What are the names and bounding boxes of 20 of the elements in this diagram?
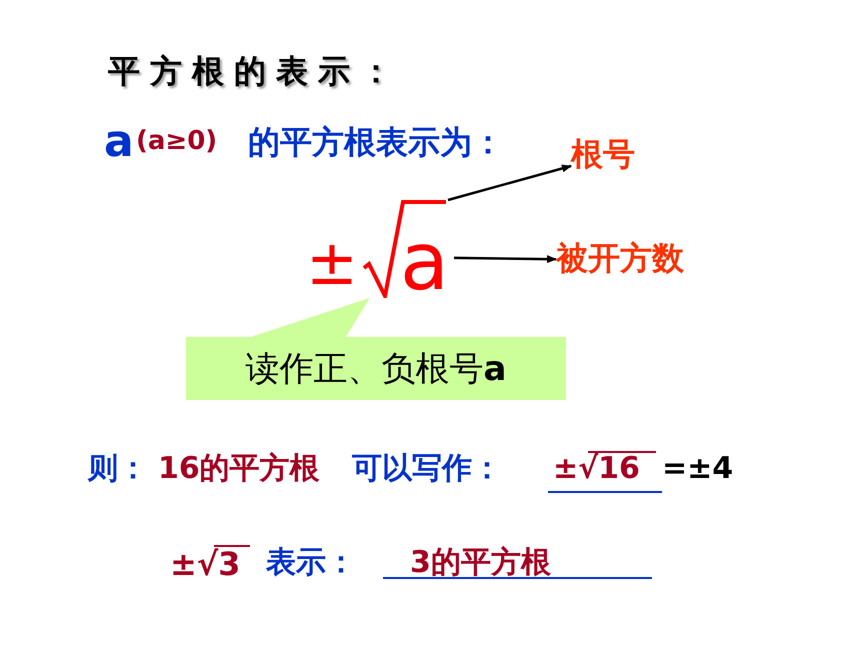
condition-text: (a≥0) — [136, 128, 218, 154]
expression-text: ±√3 — [170, 548, 240, 580]
sentence-text: 则： — [88, 454, 148, 484]
sentence-text: 16的平方根 — [158, 454, 320, 484]
arrow — [448, 164, 572, 202]
callout-pointer — [250, 298, 370, 337]
plus-minus-sign: ± — [306, 232, 358, 294]
variable-text: a — [104, 120, 134, 164]
result-text: =±4 — [662, 454, 734, 484]
title: 平方根的表示： — [108, 55, 402, 87]
answer-text: 3的平方根 — [410, 548, 551, 578]
answer-text: ±√16 — [553, 454, 640, 484]
sentence-text: 表示： — [266, 548, 356, 578]
callout-text: 被开方数 — [556, 242, 716, 282]
arrow — [454, 255, 557, 264]
sentence-text: 的平方根表示为： — [248, 126, 504, 158]
radical-sign — [362, 198, 448, 298]
callout-text: 根号 — [571, 138, 651, 178]
sentence-text: 可以写作： — [352, 454, 502, 484]
radicand-text: a — [400, 222, 450, 300]
